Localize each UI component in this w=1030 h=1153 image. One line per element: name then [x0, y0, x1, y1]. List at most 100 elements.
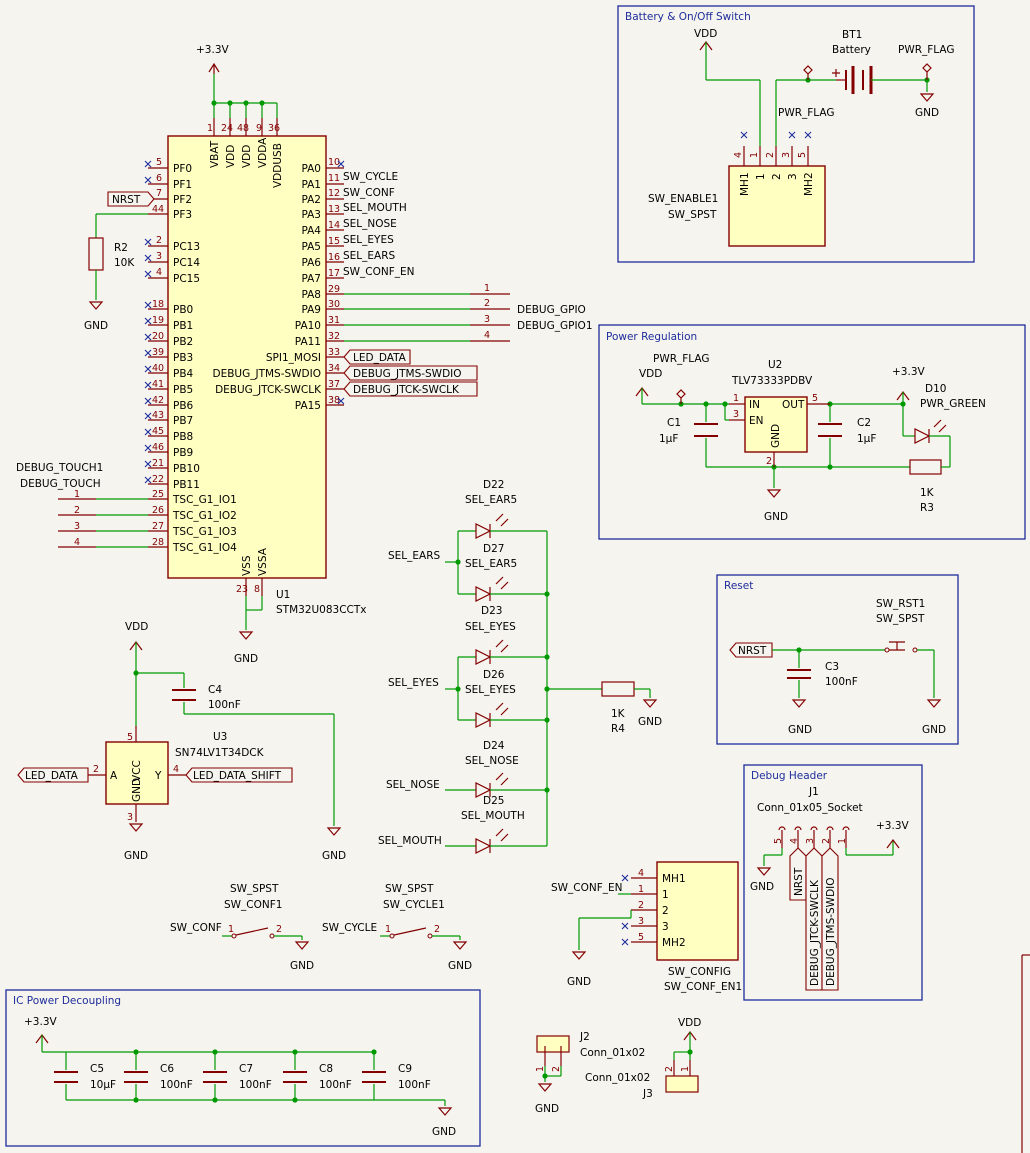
battery-pwr-flag-label: PWR_FLAG — [898, 44, 955, 56]
net-sel-ears: SEL_EARS — [343, 250, 396, 262]
j1-v33-label: +3.3V — [876, 820, 909, 832]
rst-gnd1: GND — [788, 724, 812, 736]
u1-rpin-16: 16 — [328, 252, 340, 263]
sw-config-pin-2: 2 — [638, 900, 644, 911]
u1-lpin-pb5-name: PB5 — [173, 384, 193, 396]
u2-regulator[interactable] — [729, 396, 830, 467]
u2-gnd: GND — [770, 424, 782, 448]
rst-sw-ref: SW_RST1 — [876, 598, 925, 610]
sw-enable-n1: 1 — [755, 173, 767, 180]
j2-connector[interactable] — [536, 1035, 570, 1092]
sw-cycle-switch[interactable] — [380, 927, 468, 950]
c4-gnd-label: GND — [322, 850, 346, 862]
pr-vdd-label: VDD — [639, 368, 662, 380]
u1-mcu[interactable]: 1 24 48 9 36 VBAT VDD VDD VDDA VDDUSB 5 … — [148, 118, 344, 596]
decoupling-value-c8: 100nF — [319, 1079, 352, 1091]
u3-level-shifter[interactable] — [88, 641, 342, 836]
hier-led-data-text: LED_DATA — [353, 352, 407, 364]
sw-conf-gnd: GND — [290, 960, 314, 972]
j1-pin-2: 2 — [821, 838, 832, 844]
sw-cycle-pin1: 1 — [385, 924, 391, 935]
u1-rpin-pa7-name: PA7 — [301, 273, 321, 285]
d22-value: SEL_EAR5 — [465, 494, 517, 506]
r2-resistor[interactable] — [88, 213, 148, 310]
sw-conf-ref: SW_CONF1 — [224, 899, 282, 911]
j1-net-nrst: NRST — [793, 867, 805, 896]
j1-gnd-label: GND — [750, 881, 774, 893]
decoupling-ref-c5: C5 — [90, 1063, 104, 1075]
decoupling-wiring[interactable] — [35, 1034, 453, 1116]
r2-value: 10K — [114, 257, 135, 269]
sw-config-n1: 1 — [662, 889, 669, 901]
u1-lpin-pf1-name: PF1 — [173, 179, 192, 191]
hier-swclk-text: DEBUG_JTCK-SWCLK — [353, 384, 460, 396]
r2-gnd-label: GND — [84, 320, 108, 332]
u1-rpin-13: 13 — [328, 204, 340, 215]
j3-connector[interactable] — [665, 1031, 699, 1093]
r2-ref: R2 — [114, 242, 128, 254]
u3-pin-2: 2 — [93, 764, 99, 775]
c1-value: 1µF — [659, 433, 678, 445]
reset-wiring[interactable] — [772, 641, 942, 708]
sw-config-mh2: MH2 — [662, 937, 686, 949]
j3-value: Conn_01x02 — [585, 1072, 650, 1084]
touch-value: DEBUG_TOUCH — [20, 478, 101, 490]
u1-rpin-pa15-name: PA15 — [295, 400, 321, 412]
u1-rpin-29: 29 — [328, 284, 340, 295]
u3-ref: U3 — [213, 731, 227, 743]
gpio-pin-2: 2 — [484, 298, 490, 309]
dec-v33-label: +3.3V — [24, 1016, 57, 1028]
led-data-shift-text: LED_DATA_SHIFT — [193, 770, 282, 782]
u3-vcc: VCC — [131, 760, 143, 782]
u1-lpin-6: 6 — [156, 173, 162, 184]
u1-lpin-28: 28 — [152, 537, 164, 548]
d23-ref: D23 — [481, 605, 502, 617]
u1-lpin-5: 5 — [156, 157, 162, 168]
u2-pin-3: 3 — [733, 409, 739, 420]
sw-enable[interactable] — [728, 131, 826, 247]
sheet-battery-frame — [617, 5, 975, 263]
j3-vdd-label: VDD — [678, 1017, 701, 1029]
u2-pin-5: 5 — [812, 393, 818, 404]
pr-pwr-flag-label: PWR_FLAG — [653, 353, 710, 365]
c2-value: 1µF — [857, 433, 876, 445]
gpio-pin-4: 4 — [484, 330, 490, 341]
sw-config-mh1: MH1 — [662, 873, 686, 885]
u1-lpin-45: 45 — [152, 426, 164, 437]
sw-config[interactable] — [571, 861, 739, 961]
decoupling-cap-c8[interactable]: C8 100nF — [283, 1049, 352, 1103]
u1-rpin-37: 37 — [328, 379, 340, 390]
j3-pin-1: 1 — [680, 1066, 691, 1072]
u1-lpin-42: 42 — [152, 395, 164, 406]
u1-pin-36: 36 — [268, 123, 280, 134]
u1-lpin-pf0-name: PF0 — [173, 163, 192, 175]
net-sel-nose-left: SEL_NOSE — [386, 779, 440, 791]
sw-conf-switch[interactable] — [222, 927, 310, 950]
r4-gnd-label: GND — [638, 716, 662, 728]
c4-ref: C4 — [208, 684, 222, 696]
u1-lpin-pf2-name: PF2 — [173, 194, 192, 206]
j2-pin-1: 1 — [535, 1066, 546, 1072]
sel-diode-network[interactable] — [445, 513, 658, 854]
u1-rpin-pa10-name: PA10 — [295, 320, 321, 332]
u1-pin-vddusb-name: VDDUSB — [272, 143, 284, 188]
d26-ref: D26 — [483, 669, 505, 681]
decoupling-ref-c8: C8 — [319, 1063, 333, 1075]
sw-config-n3: 3 — [662, 921, 669, 933]
sw-cycle-gnd: GND — [448, 960, 472, 972]
sw-conf-pin1: 1 — [228, 924, 234, 935]
sw-config-pin-3: 3 — [638, 916, 644, 927]
j3-pin-2: 2 — [664, 1066, 675, 1072]
u1-lpin-pb1-name: PB1 — [173, 320, 193, 332]
net-sw-conf-en: SW_CONF_EN — [343, 266, 415, 278]
u1-lpin-pb0-name: PB0 — [173, 304, 193, 316]
j1-connector[interactable] — [756, 826, 900, 991]
net-sel-mouth: SEL_MOUTH — [343, 202, 407, 214]
decoupling-value-c7: 100nF — [239, 1079, 272, 1091]
u1-rpin-38: 38 — [328, 395, 340, 406]
u1-lpin-40: 40 — [152, 363, 164, 374]
